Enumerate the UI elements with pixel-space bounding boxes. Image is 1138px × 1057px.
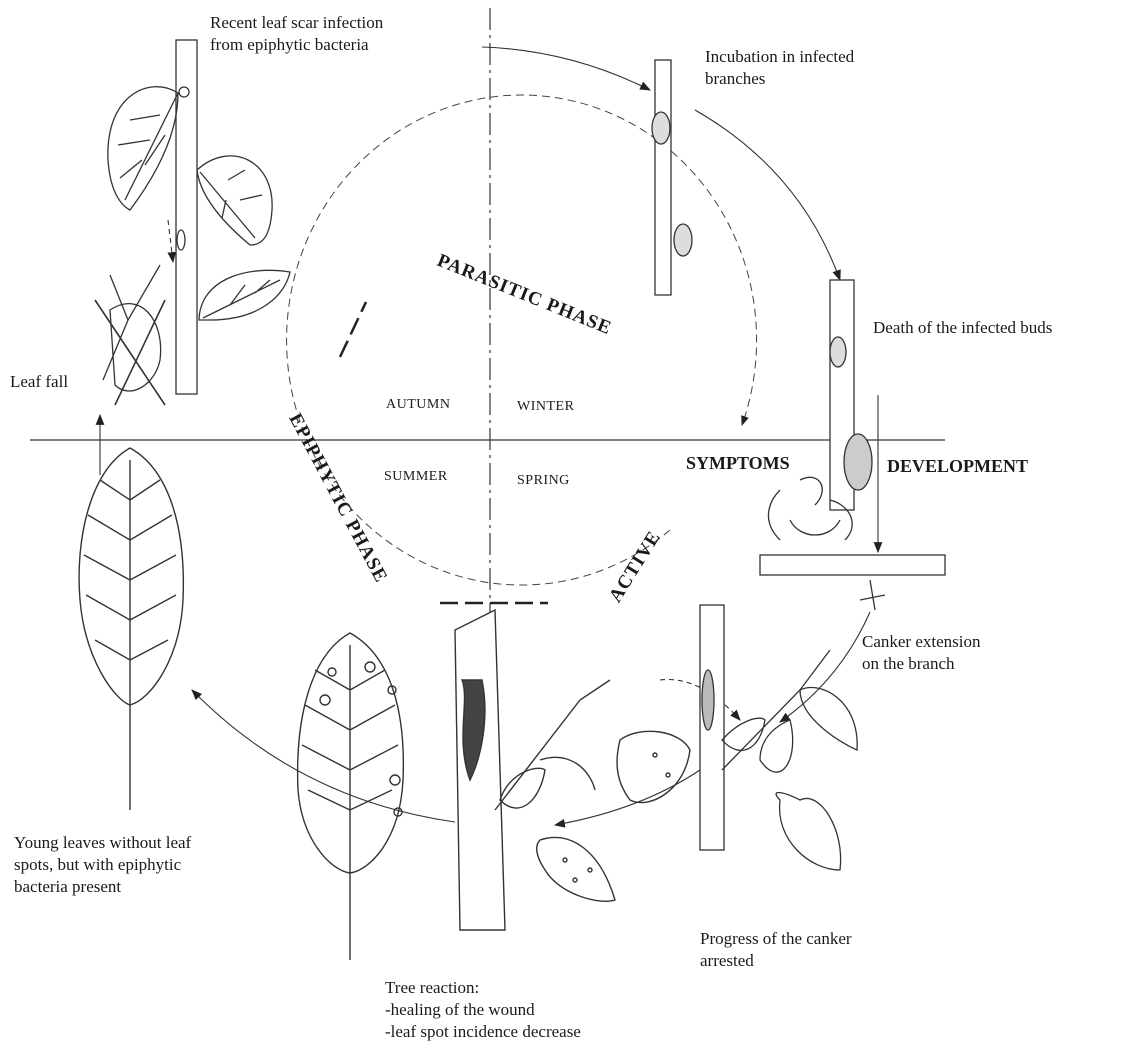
symptoms-label: SYMPTOMS (686, 453, 790, 474)
infected-bud-icon (830, 280, 872, 510)
season-autumn: AUTUMN (386, 397, 450, 413)
death-infected-buds-label: Death of the infected buds (873, 317, 1052, 339)
leaf-fall-label: Leaf fall (10, 371, 68, 393)
tree-reaction-label: Tree reaction:-healing of the wound-leaf… (385, 977, 581, 1042)
twig-with-leaves-icon (95, 40, 290, 405)
healthy-leaf-icon (79, 448, 183, 810)
infected-branch-icon (652, 60, 692, 295)
season-summer: SUMMER (384, 469, 448, 485)
development-label: DEVELOPMENT (887, 456, 1028, 477)
season-winter: WINTER (517, 399, 574, 415)
wounded-trunk-icon (455, 610, 690, 930)
canker-arrested-branch-icon (700, 605, 857, 870)
spotted-leaf-icon (298, 633, 404, 960)
season-spring: SPRING (517, 473, 570, 489)
